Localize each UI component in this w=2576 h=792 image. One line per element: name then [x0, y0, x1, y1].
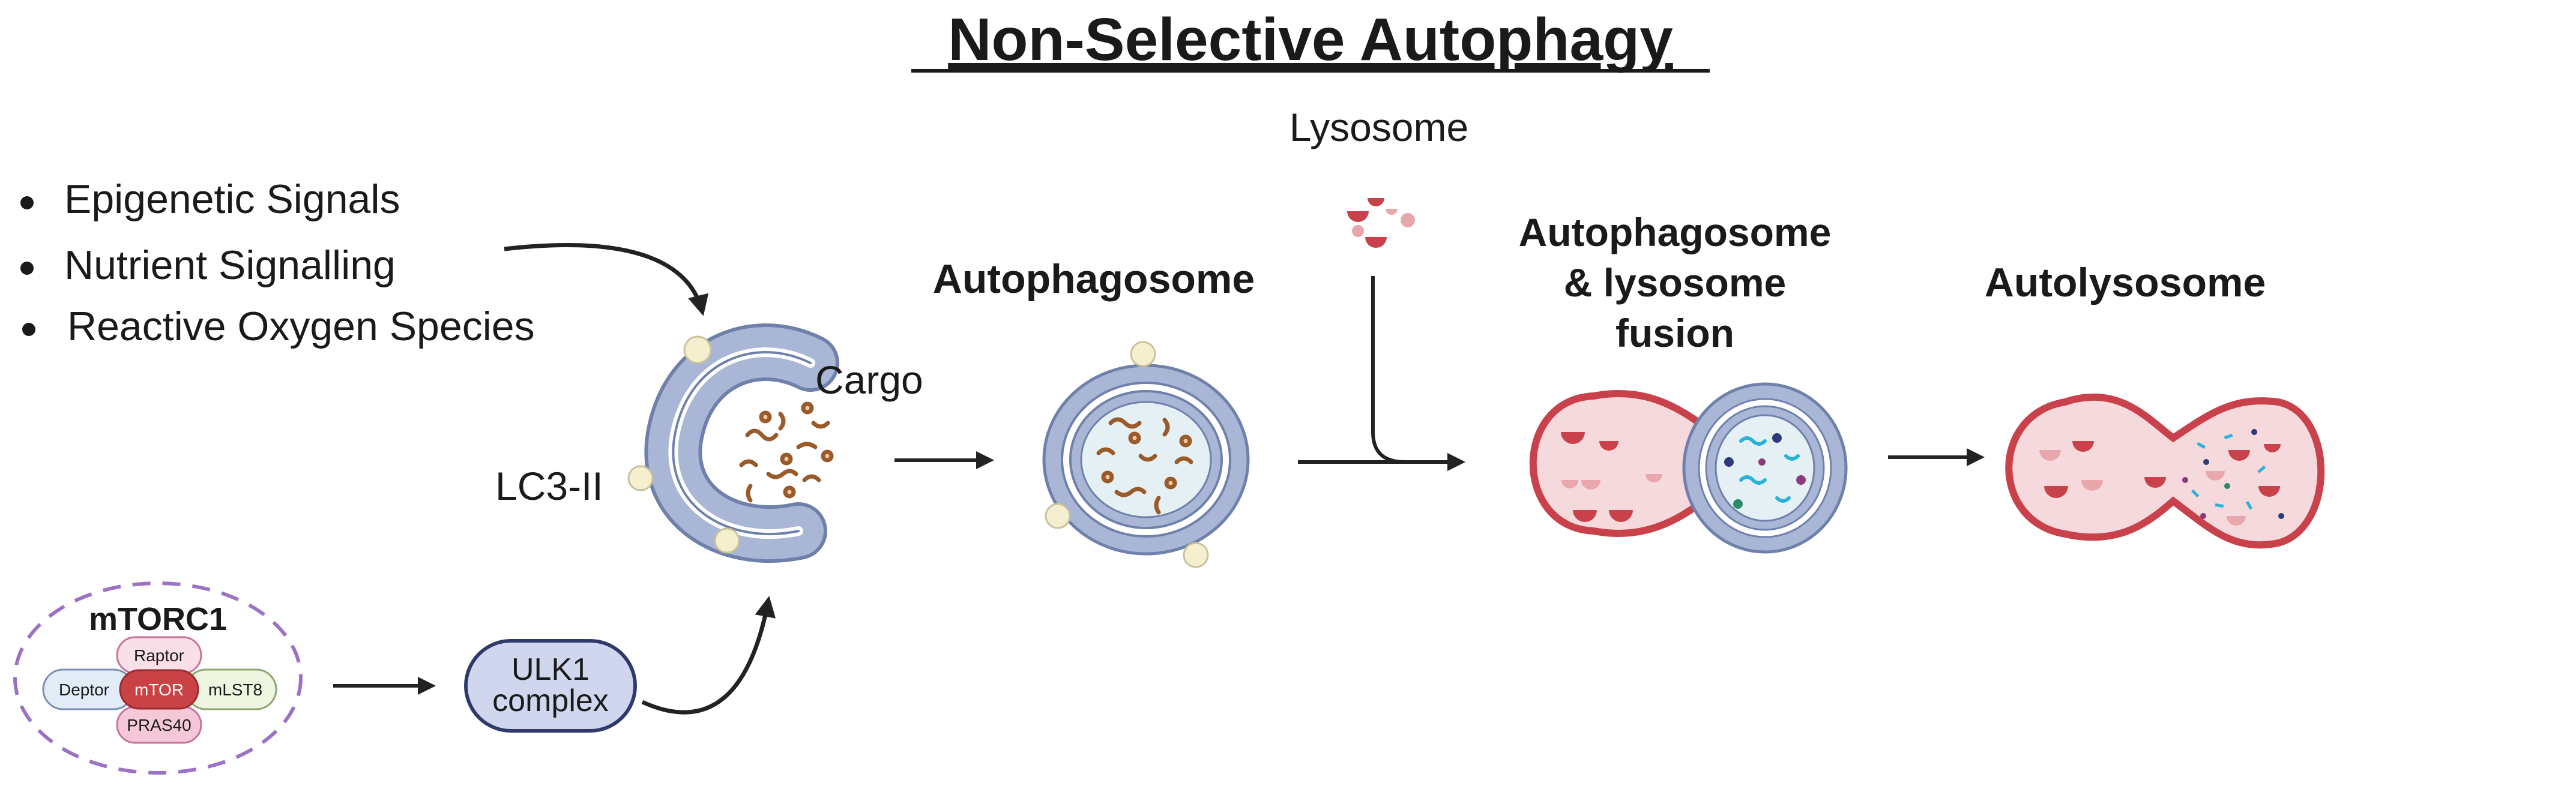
autophagosome-label: Autophagosome	[933, 256, 1255, 302]
mtorc1-boundary	[13, 581, 303, 775]
signal-item: Epigenetic Signals	[64, 176, 400, 222]
mtor-label: mTOR	[134, 680, 184, 699]
raptor-label: Raptor	[134, 646, 184, 665]
autolysosome-enzymes	[2039, 441, 2281, 526]
fusion-structure	[1529, 382, 1848, 554]
ulk1-label-line2: complex	[492, 683, 609, 718]
lc3-protein-icon	[1130, 341, 1156, 367]
cargo-cluster	[739, 401, 834, 503]
lc3-protein-icon	[683, 335, 712, 364]
fusion-label-line2: & lysosome	[1564, 260, 1786, 305]
autophagosome-cargo	[1096, 417, 1193, 515]
mtorc1-complex: Raptor PRAS40 Deptor mLST8 mTOR	[42, 636, 277, 744]
signal-item: Nutrient Signalling	[64, 242, 396, 288]
lysosome-enzymes	[1347, 198, 1415, 248]
mlst8-label: mLST8	[208, 680, 262, 699]
autolysosome-label: Autolysosome	[1985, 260, 2266, 305]
phagophore	[644, 323, 839, 563]
page-title: Non-Selective Autophagy	[948, 6, 1673, 73]
fusion-label-line1: Autophagosome	[1519, 210, 1832, 254]
signal-item: Reactive Oxygen Species	[67, 304, 535, 349]
fusion-label-line3: fusion	[1615, 311, 1734, 355]
bullet-icon	[20, 196, 34, 209]
lc3-protein-icon	[1183, 542, 1209, 568]
lc3-protein-icon	[714, 527, 740, 554]
autolysosome-debris	[2182, 429, 2284, 519]
ulk1-arrow	[641, 596, 776, 715]
bullet-icon	[22, 323, 35, 336]
deptor-label: Deptor	[59, 680, 109, 699]
fusion-cargo	[1724, 433, 1806, 509]
cargo-label: Cargo	[815, 358, 923, 402]
pras40-label: PRAS40	[127, 716, 191, 734]
ulk1-label-line1: ULK1	[511, 652, 590, 687]
lc3-protein-icon	[627, 465, 654, 491]
ulk1-complex	[464, 639, 637, 733]
signals-list: Epigenetic Signals Nutrient Signalling R…	[20, 176, 535, 349]
mtor-subunit	[119, 669, 199, 710]
signals-arrow	[504, 243, 709, 316]
bullet-icon	[20, 262, 34, 275]
mtorc1-title: mTORC1	[89, 601, 227, 637]
lysosome-arrow	[1371, 276, 1465, 471]
lc3-label: LC3-II	[495, 464, 603, 508]
lc3-protein-icon	[1045, 503, 1071, 529]
fusion-enzymes	[1561, 432, 1662, 522]
lysosome-label: Lysosome	[1290, 105, 1468, 149]
autolysosome	[2005, 393, 2325, 549]
